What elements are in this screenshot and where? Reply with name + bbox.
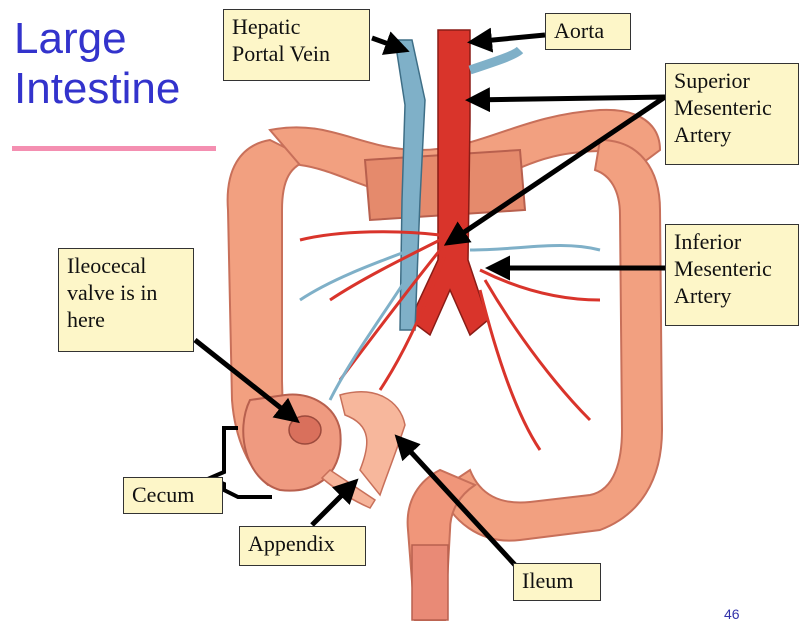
superior-mesenteric-text-2: Mesenteric [674, 94, 790, 121]
ileum [340, 392, 405, 495]
ileum-text: Ileum [522, 567, 592, 594]
superior-mesenteric-arrow-1 [470, 97, 665, 100]
hepatic-portal-vein-text-2: Portal Vein [232, 40, 361, 67]
cecum-label: Cecum [123, 477, 223, 514]
ileocecal-valve-label: Ileocecal valve is in here [58, 248, 194, 352]
appendix-arrow [312, 482, 355, 525]
aorta-text: Aorta [554, 17, 622, 44]
superior-mesenteric-artery-label: Superior Mesenteric Artery [665, 63, 799, 165]
aorta-label: Aorta [545, 13, 631, 50]
ileocecal-text-1: Ileocecal [67, 252, 185, 279]
appendix-text: Appendix [248, 530, 357, 557]
hepatic-portal-vein-text-1: Hepatic [232, 13, 361, 40]
superior-mesenteric-text-1: Superior [674, 67, 790, 94]
aorta-arrow [472, 35, 545, 42]
inferior-mesenteric-text-1: Inferior [674, 228, 790, 255]
superior-mesenteric-text-3: Artery [674, 121, 790, 148]
inferior-mesenteric-text-3: Artery [674, 282, 790, 309]
appendix-label: Appendix [239, 526, 366, 566]
ileum-label: Ileum [513, 563, 601, 601]
superior-mesenteric-branches [300, 232, 445, 390]
cecum-text: Cecum [132, 481, 214, 508]
inferior-mesenteric-text-2: Mesenteric [674, 255, 790, 282]
page-number: 46 [724, 606, 740, 622]
rectum [412, 545, 448, 620]
inferior-mesenteric-artery-label: Inferior Mesenteric Artery [665, 224, 799, 326]
splenic-vein [470, 50, 520, 70]
ileocecal-text-3: here [67, 306, 185, 333]
hepatic-portal-vein-label: Hepatic Portal Vein [223, 9, 370, 81]
ileocecal-text-2: valve is in [67, 279, 185, 306]
inferior-mesenteric-branches [480, 270, 600, 450]
